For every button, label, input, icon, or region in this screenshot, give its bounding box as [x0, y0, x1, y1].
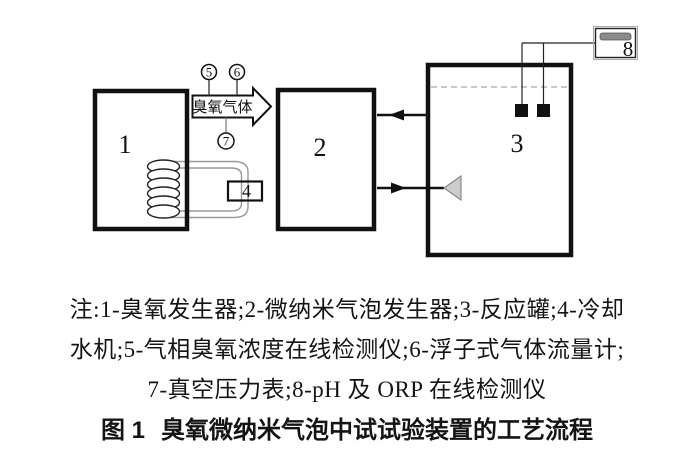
cooling-pipe-loop — [163, 160, 249, 219]
instrument-6-label: 6 — [234, 65, 241, 80]
note-line-3: 7-真空压力表;8-pH 及 ORP 在线检测仪 — [147, 377, 547, 402]
instrument-5-ozone-monitor: 5 — [200, 63, 218, 96]
figure-notes: 注:1-臭氧发生器;2-微纳米气泡发生器;3-反应罐;4-冷却 水机;5-气相臭… — [0, 290, 694, 410]
ozone-generator-label: 1 — [119, 130, 132, 159]
reaction-tank-label: 3 — [511, 129, 524, 158]
diagram-canvas: 8 臭氧气体 5 — [92, 26, 638, 258]
figure-title: 臭氧微纳米气泡中试试验装置的工艺流程 — [161, 417, 593, 444]
ozone-gas-arrow: 臭氧气体 — [191, 85, 273, 128]
arrowhead-left-icon — [389, 109, 404, 121]
instrument-6-circle — [228, 63, 246, 81]
cooling-coil-icon — [146, 159, 181, 219]
ozone-generator-box — [92, 88, 190, 232]
instrument-5-label: 5 — [206, 65, 213, 80]
ozone-gas-label: 臭氧气体 — [192, 99, 252, 116]
cooling-machine: 4 — [226, 180, 264, 202]
instrument-7-label: 7 — [223, 134, 230, 149]
bubble-generator-box — [275, 87, 377, 232]
reaction-tank-box — [425, 62, 574, 258]
instrument-6-flowmeter: 6 — [228, 63, 246, 96]
cooling-machine-box — [226, 180, 264, 202]
ph-probe — [515, 104, 528, 117]
bubble-feed-pipe — [377, 174, 462, 202]
monitor-display-bar — [599, 32, 632, 41]
block-arrow-icon — [191, 85, 273, 128]
probe-wires — [521, 42, 595, 106]
monitor-label: 8 — [623, 37, 634, 61]
figure-caption: 图 1 臭氧微纳米气泡中试试验装置的工艺流程 — [0, 412, 694, 450]
pipe-outer-line — [163, 160, 249, 219]
orp-probe — [537, 104, 550, 117]
monitor-outer-frame — [593, 26, 638, 60]
figure-number: 图 1 — [100, 417, 145, 444]
note-line-1: 注:1-臭氧发生器;2-微纳米气泡发生器;3-反应罐;4-冷却 — [69, 297, 625, 322]
note-line-2: 水机;5-气相臭氧浓度在线检测仪;6-浮子式气体流量计; — [69, 337, 625, 362]
cooling-machine-label: 4 — [242, 181, 251, 201]
instrument-5-circle — [200, 63, 218, 81]
diffuser-nozzle-icon — [442, 174, 462, 202]
bubble-generator-label: 2 — [314, 133, 327, 162]
arrowhead-right-icon — [391, 182, 406, 194]
ph-orp-monitor: 8 — [593, 26, 638, 61]
process-flow-diagram: 8 臭氧气体 5 — [92, 26, 638, 258]
gas-return-pipe — [377, 109, 429, 121]
instrument-7-circle — [217, 132, 235, 150]
coil-turn — [146, 204, 181, 219]
pipe-inner-line — [163, 167, 243, 212]
instrument-7-vacuum-gauge: 7 — [217, 117, 235, 150]
